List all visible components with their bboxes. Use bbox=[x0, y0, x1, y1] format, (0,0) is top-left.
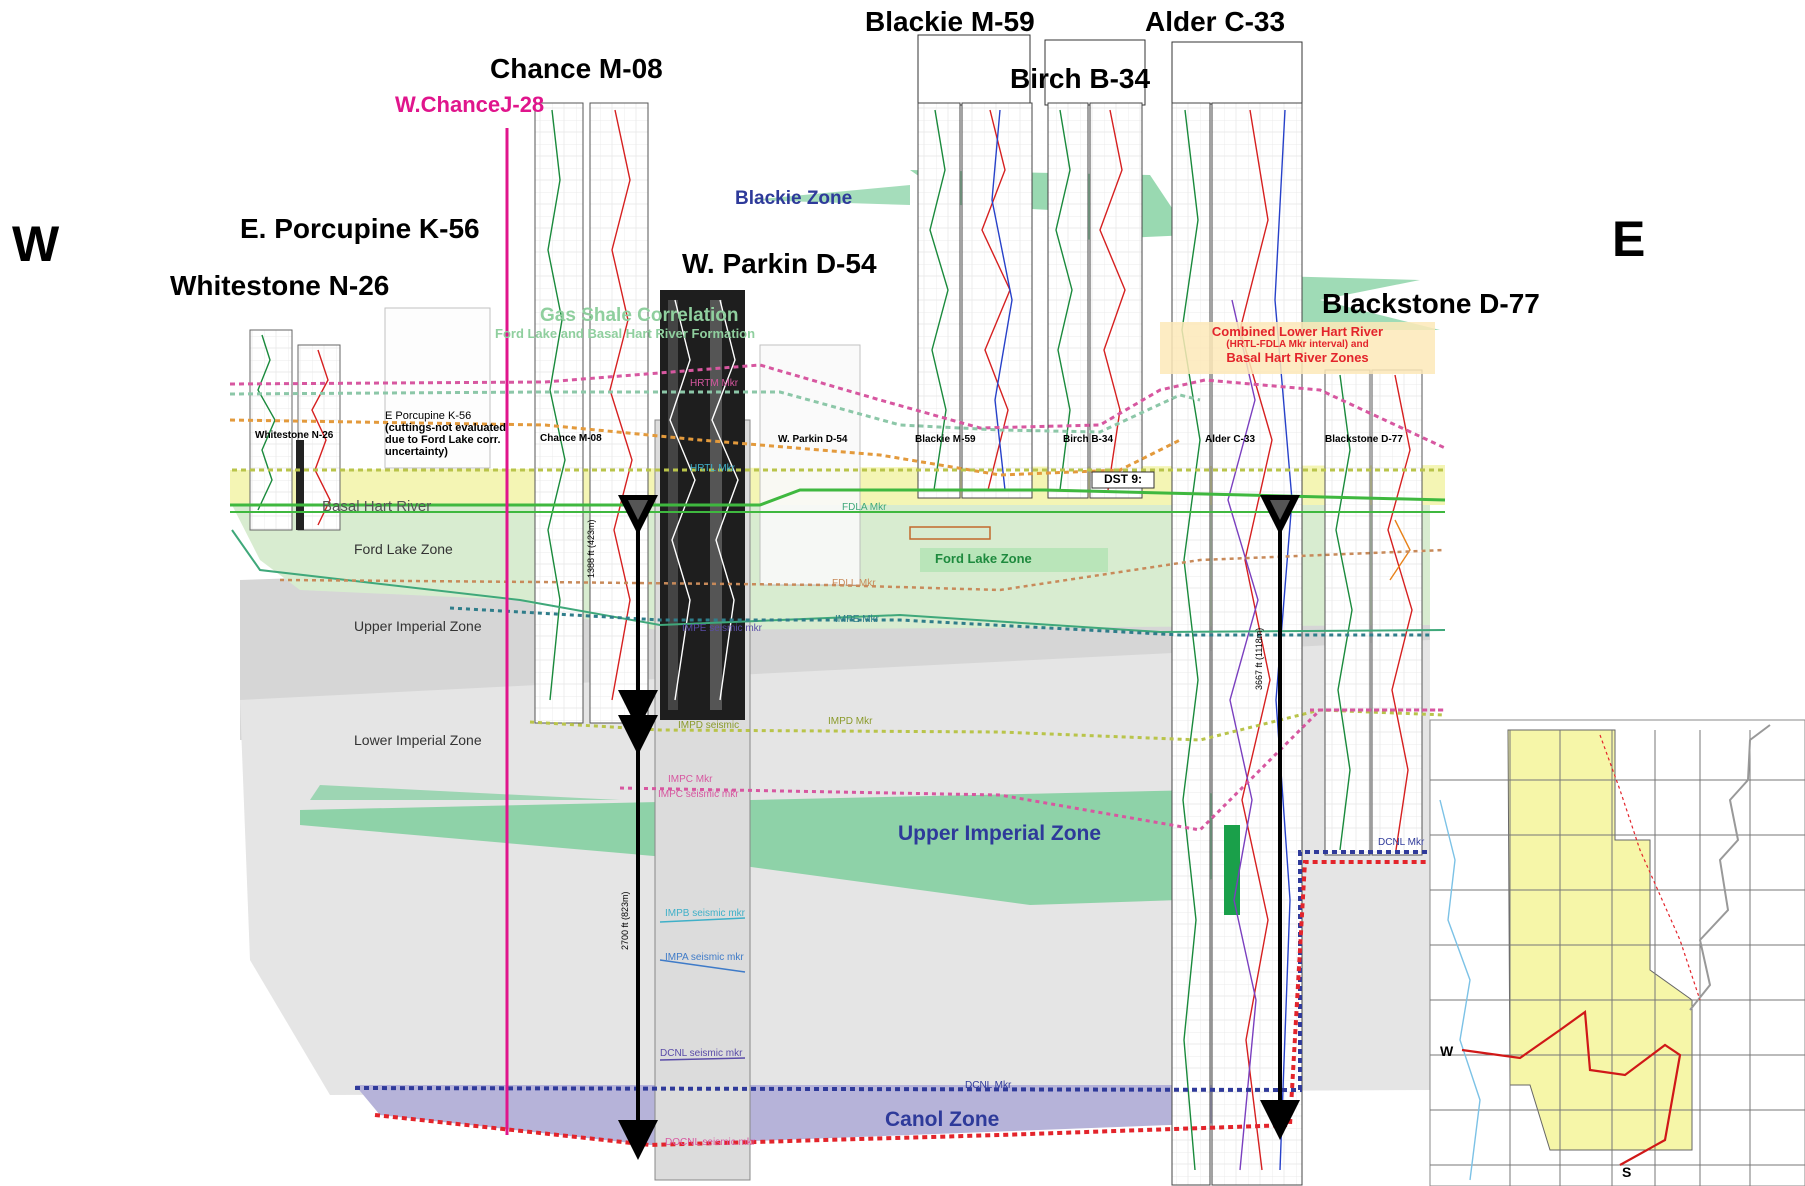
log-blackstone-a bbox=[1324, 369, 1371, 856]
combined-line-2: (HRTL-FDLA Mkr interval) and bbox=[1226, 339, 1369, 350]
mkr-docnl-seismic: DOCNL seismic mkr bbox=[665, 1137, 756, 1148]
porcupine-note-text: (cuttings-not evaluated due to Ford Lake… bbox=[385, 422, 507, 458]
combined-box bbox=[1160, 322, 1435, 374]
map-s-label: S bbox=[1622, 1164, 1632, 1180]
dst-label: DST 9: bbox=[1104, 472, 1143, 486]
upper-imperial-streak bbox=[300, 790, 1300, 905]
mkr-impd-seismic: IMPD seismic bbox=[678, 720, 740, 731]
mkr-impe-seismic: IMPE seismic mkr bbox=[682, 623, 762, 634]
zone-ford-lake-box: Ford Lake Zone bbox=[935, 551, 1032, 566]
porcupine-note: E Porcupine K-56 (cuttings-not evaluated… bbox=[385, 410, 525, 458]
log-birch-header bbox=[1044, 39, 1146, 106]
impd-olive-dotted bbox=[529, 708, 1446, 742]
upper-imperial-streak-2 bbox=[310, 785, 620, 800]
log-chance-a bbox=[534, 102, 584, 724]
dcnl-purple bbox=[659, 1057, 746, 1061]
correlation-lines bbox=[229, 363, 1446, 1148]
log-blackstone-b bbox=[1371, 369, 1423, 856]
section-line bbox=[1461, 1009, 1682, 1166]
mkr-dcnl: DCNL Mkr bbox=[965, 1080, 1012, 1091]
mkr-impe: IMPE Mkr bbox=[835, 614, 879, 625]
mkr-impb-seismic: IMPB seismic mkr bbox=[665, 908, 745, 919]
zone-upper-imperial-big: Upper Imperial Zone bbox=[898, 822, 1102, 845]
log-blackie-header bbox=[917, 34, 1031, 106]
log-alder-header bbox=[1171, 41, 1303, 105]
hrtm-orange-dotted bbox=[229, 418, 1181, 477]
west-label: W bbox=[12, 216, 60, 272]
well-alder: Alder C-33 bbox=[1145, 6, 1286, 37]
mkr-hrtm: HRTM Mkr bbox=[690, 378, 739, 389]
gas-shale-subtitle: Ford Lake and Basal Hart River Formation bbox=[495, 326, 756, 341]
zone-lower-imperial: Lower Imperial Zone bbox=[354, 732, 482, 748]
log-label-blackie: Blackie M-59 bbox=[915, 434, 976, 445]
log-whitestone-b bbox=[297, 344, 341, 531]
inset-map bbox=[1429, 719, 1805, 1186]
zone-upper-imperial: Upper Imperial Zone bbox=[354, 618, 482, 634]
log-label-birch: Birch B-34 bbox=[1063, 434, 1114, 445]
well-parkin: W. Parkin D-54 bbox=[682, 248, 877, 279]
log-blackie-a bbox=[917, 102, 961, 499]
log-label-alder: Alder C-33 bbox=[1205, 434, 1256, 445]
zone-blackie: Blackie Zone bbox=[735, 188, 853, 209]
log-wparkin bbox=[759, 344, 861, 586]
gas-shale-title: Gas Shale Correlation bbox=[540, 305, 739, 326]
log-label-parkin: W. Parkin D-54 bbox=[778, 434, 848, 445]
log-label-chance: Chance M-08 bbox=[540, 433, 602, 444]
top-teal-dotted bbox=[229, 390, 1201, 434]
well-birch: Birch B-34 bbox=[1010, 63, 1151, 94]
mkr-dcnl-seismic: DCNL seismic mkr bbox=[660, 1048, 743, 1059]
canol-zone-band bbox=[355, 1085, 1300, 1145]
log-label-blackstone: Blackstone D-77 bbox=[1325, 434, 1403, 445]
log-blackie-b bbox=[961, 102, 1033, 499]
fdla-green-solid bbox=[230, 488, 1446, 507]
mkr-fdll: FDLL Mkr bbox=[832, 578, 876, 589]
zone-ford-lake: Ford Lake Zone bbox=[354, 541, 453, 557]
mkr-dcnl-right: DCNL Mkr bbox=[1378, 837, 1425, 848]
mkr-impa-seismic: IMPA seismic mkr bbox=[665, 952, 744, 963]
combined-line-3: Basal Hart River Zones bbox=[1226, 350, 1369, 365]
mkr-fdla: FDLA Mkr bbox=[842, 502, 887, 513]
mkr-hrtl: HRTL Mkr bbox=[690, 463, 735, 474]
fdll-brown-dotted bbox=[279, 548, 1446, 592]
map-w-label: W bbox=[1440, 1043, 1454, 1059]
impe-teal-dotted bbox=[449, 606, 1430, 637]
log-porcupine bbox=[384, 307, 491, 469]
mkr-impd: IMPD Mkr bbox=[828, 716, 873, 727]
impa-blue bbox=[659, 959, 746, 973]
porcupine-note-title: E Porcupine K-56 bbox=[385, 410, 472, 422]
well-chance: Chance M-08 bbox=[490, 53, 663, 84]
log-alder-a bbox=[1171, 102, 1211, 1186]
well-blackstone: Blackstone D-77 bbox=[1322, 288, 1540, 319]
combined-note: Combined Lower Hart River (HRTL-FDLA Mkr… bbox=[1165, 325, 1430, 364]
thickness-upper: 1388 ft (423m) bbox=[586, 519, 596, 578]
ford-lake-base bbox=[231, 529, 1446, 634]
well-wchance: W.ChanceJ-28 bbox=[395, 92, 545, 117]
well-whitestone: Whitestone N-26 bbox=[170, 270, 390, 301]
mkr-impc-seismic: IMPC seismic mkr bbox=[658, 789, 739, 800]
well-blackie: Blackie M-59 bbox=[865, 6, 1035, 37]
thickness-alder: 3667 ft (1118m) bbox=[1254, 627, 1264, 690]
ford-lake-box bbox=[920, 548, 1108, 572]
thickness-lower: 2700 ft (823m) bbox=[620, 891, 630, 950]
log-label-whitestone: Whitestone N-26 bbox=[255, 430, 334, 441]
top-magenta-dotted bbox=[229, 363, 1446, 450]
combined-line-1: Combined Lower Hart River bbox=[1211, 324, 1384, 339]
zone-canol: Canol Zone bbox=[885, 1108, 1000, 1131]
dst-box bbox=[1091, 471, 1155, 489]
zone-basal-hart: Basal Hart River bbox=[322, 498, 432, 515]
well-porcupine: E. Porcupine K-56 bbox=[240, 213, 480, 244]
east-label: E bbox=[1612, 211, 1646, 267]
mkr-impc: IMPC Mkr bbox=[668, 774, 713, 785]
blackie-zone-tail bbox=[750, 185, 910, 205]
impb-teal bbox=[659, 917, 746, 923]
thickness-arrows bbox=[618, 495, 1300, 1160]
